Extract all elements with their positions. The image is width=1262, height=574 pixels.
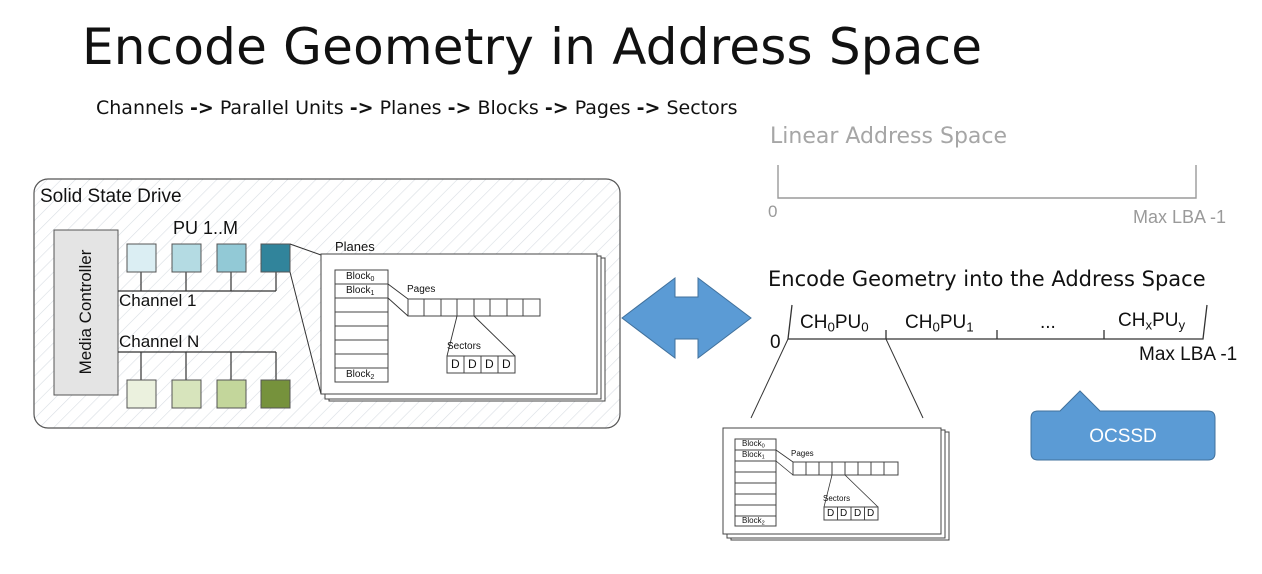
sector-cell-small: D xyxy=(854,508,862,519)
block1-label-small: Block1 xyxy=(742,450,765,461)
pu-square xyxy=(126,379,157,409)
block0-label-small: Block0 xyxy=(742,439,765,450)
pu-square xyxy=(260,243,291,273)
segment-ch0pu1: CH0PU1 xyxy=(905,312,974,335)
segment-ellipsis: ... xyxy=(1040,312,1056,333)
ocssd-callout xyxy=(1030,390,1216,461)
hier-arrow: -> xyxy=(636,97,661,119)
pages-label-small: Pages xyxy=(791,449,814,458)
planes-label: Planes xyxy=(335,239,375,254)
hier-arrow: -> xyxy=(447,97,472,119)
sector-cell: D xyxy=(485,357,494,371)
double-arrow xyxy=(621,276,752,360)
channel-n-wiring xyxy=(118,351,277,380)
sectors-label: Sectors xyxy=(447,341,481,352)
pu-square xyxy=(260,379,291,409)
pages-row xyxy=(407,298,541,317)
block-column xyxy=(334,269,389,383)
pages-row-small xyxy=(792,461,899,476)
pu-square xyxy=(216,379,247,409)
sector-cell-small: D xyxy=(840,508,848,519)
sector-cell-small: D xyxy=(867,508,875,519)
sector-cell: D xyxy=(502,357,511,371)
encoded-address-bracket xyxy=(787,304,1208,340)
channel-n-label: Channel N xyxy=(119,332,200,351)
ssd-label: Solid State Drive xyxy=(40,186,182,207)
hier-blocks: Blocks xyxy=(477,97,539,119)
page-zoom-lines xyxy=(387,283,516,357)
hier-parallel-units: Parallel Units xyxy=(219,97,344,119)
page-zoom-lines-small xyxy=(775,449,879,508)
sectors-row-small xyxy=(823,506,879,521)
sector-cell: D xyxy=(451,357,460,371)
channel-1-label: Channel 1 xyxy=(119,291,197,310)
media-controller-box xyxy=(53,229,119,396)
sectors-label-small: Sectors xyxy=(823,494,851,503)
sector-cell: D xyxy=(468,357,477,371)
media-controller-label: Media Controller xyxy=(76,249,95,375)
block2-label: Block2 xyxy=(346,369,375,381)
pages-label: Pages xyxy=(407,284,436,295)
encode-address-label: Encode Geometry into the Address Space xyxy=(768,267,1206,291)
pu-zoom-lines xyxy=(289,243,322,395)
pu-square xyxy=(216,243,247,273)
linear-address-label: Linear Address Space xyxy=(770,124,1008,149)
channel-1-wiring xyxy=(118,272,277,292)
linear-start-label: 0 xyxy=(768,202,778,221)
segment-chxpuy: CHxPUy xyxy=(1118,310,1186,333)
hier-arrow: -> xyxy=(544,97,569,119)
block0-label: Block0 xyxy=(346,271,375,283)
hier-channels: Channels xyxy=(96,97,184,119)
linear-end-label: Max LBA -1 xyxy=(1133,207,1227,227)
ocssd-label: OCSSD xyxy=(1089,426,1157,447)
page-title: Encode Geometry in Address Space xyxy=(82,18,983,76)
segment-zoom-lines xyxy=(750,338,924,419)
sector-cell-small: D xyxy=(827,508,835,519)
block1-label: Block1 xyxy=(346,285,375,297)
hierarchy-subtitle: Channels -> Parallel Units -> Planes -> … xyxy=(96,97,737,119)
block2-label-small: Block2 xyxy=(742,516,765,527)
pu-square xyxy=(126,243,157,273)
hier-pages: Pages xyxy=(574,97,631,119)
hier-sectors: Sectors xyxy=(666,97,738,119)
hier-planes: Planes xyxy=(379,97,442,119)
sectors-row xyxy=(446,355,516,374)
encode-start-label: 0 xyxy=(770,332,781,353)
segment-ch0pu0: CH0PU0 xyxy=(800,312,869,335)
pu-square xyxy=(171,243,202,273)
hier-arrow: -> xyxy=(189,97,214,119)
encode-end-label: Max LBA -1 xyxy=(1139,344,1238,365)
linear-address-bracket xyxy=(777,165,1197,199)
pu-square xyxy=(171,379,202,409)
hier-arrow: -> xyxy=(349,97,374,119)
pu-range-label: PU 1..M xyxy=(173,218,239,238)
block-column-small xyxy=(734,438,777,527)
